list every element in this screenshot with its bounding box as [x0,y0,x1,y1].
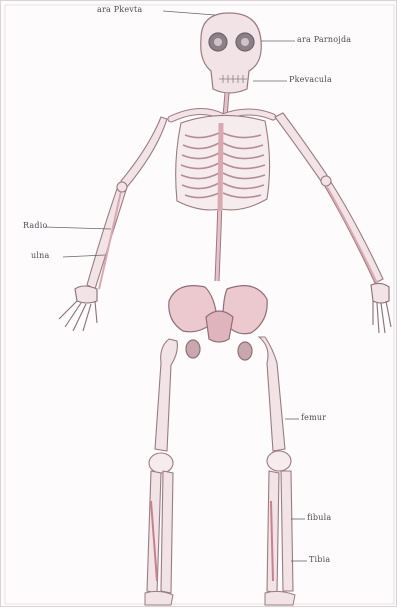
pelvis [169,286,267,360]
left-hand [59,286,97,331]
knees [149,451,291,473]
label-eye-socket: ara Parnojda [297,35,351,44]
label-jaw: Pkevacula [289,75,332,84]
feet [145,591,295,605]
label-fibula: fibula [307,513,331,522]
skull [201,13,262,93]
label-ulna: ulna [31,251,49,260]
left-arm [87,117,167,289]
label-radius: Radio [23,221,47,230]
label-skull-top: ara Pkevta [97,5,142,14]
right-hand [371,283,391,333]
label-femur: femur [301,413,326,422]
femurs [155,337,285,451]
right-arm [275,113,383,283]
sternum [220,123,221,211]
lower-legs [147,471,293,593]
label-tibia: Tibia [309,555,330,564]
